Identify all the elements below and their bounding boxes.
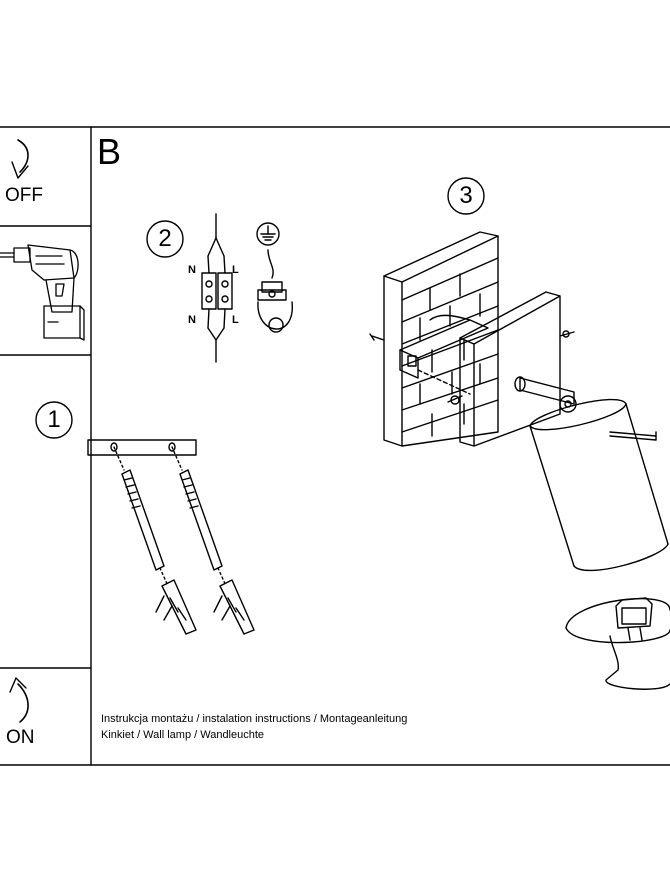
screw-right <box>171 446 255 635</box>
arrow-up-icon <box>9 677 29 723</box>
section-letter: B <box>97 131 122 172</box>
footer-instructions-title: Instrukcja montażu / instalation instruc… <box>101 713 408 725</box>
terminal-neutral-bottom: N <box>188 314 196 326</box>
wall-brick-panel <box>383 231 499 447</box>
lamp-cylinder <box>529 398 669 572</box>
step-1-number: 1 <box>47 406 61 433</box>
terminal-live-bottom: L <box>232 314 239 326</box>
drill-icon <box>0 244 85 341</box>
screw-left <box>113 446 197 635</box>
bulb-and-ring <box>565 597 670 690</box>
arrow-down-icon <box>11 139 29 179</box>
mounting-screws <box>369 330 575 405</box>
power-off-label: OFF <box>5 185 43 206</box>
ground-symbol-icon <box>256 222 293 333</box>
bracket <box>399 314 489 395</box>
terminal-neutral-top: N <box>188 264 196 276</box>
terminal-live-top: L <box>232 264 239 276</box>
terminal-block <box>201 213 233 363</box>
step-3-number: 3 <box>459 182 473 209</box>
step-1-circle <box>35 401 73 439</box>
frame-lines <box>0 126 670 766</box>
lamp-base-box <box>459 291 577 447</box>
mounting-plate <box>87 439 197 456</box>
step-2-circle <box>146 220 184 258</box>
footer-product-type: Kinkiet / Wall lamp / Wandleuchte <box>101 729 265 741</box>
step-3-circle <box>447 177 485 215</box>
step-2-number: 2 <box>158 225 172 252</box>
power-on-label: ON <box>6 727 35 748</box>
